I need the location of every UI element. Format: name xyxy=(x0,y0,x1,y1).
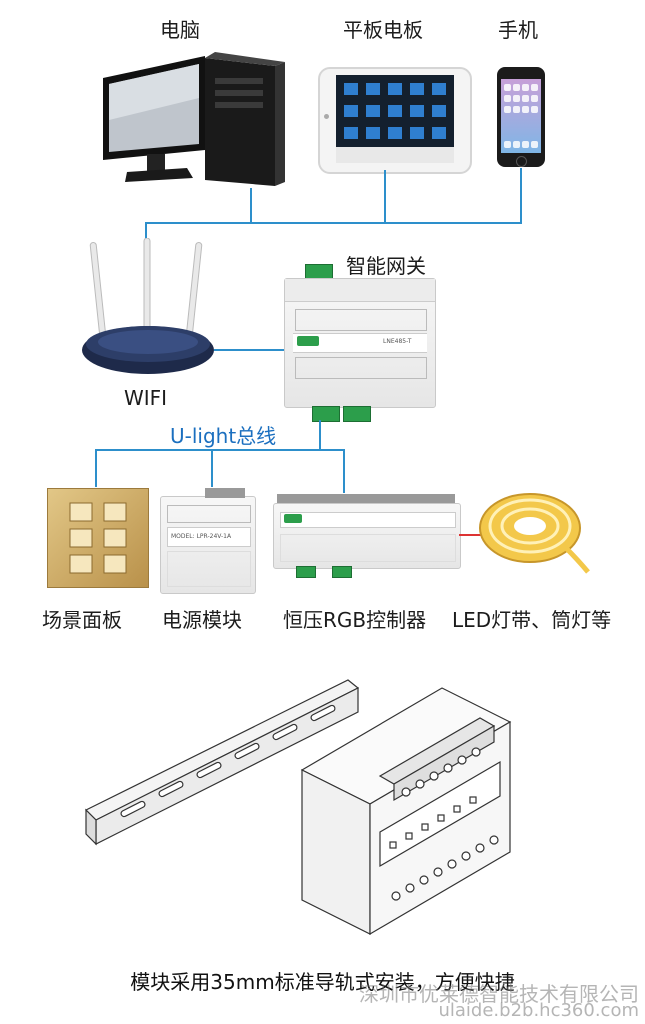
router-label: WIFI xyxy=(124,386,168,410)
u-light-bus-line xyxy=(95,449,345,451)
phone-illustration xyxy=(497,67,545,167)
power-module-label: 电源模块 xyxy=(162,608,242,632)
gateway-bus-drop-line xyxy=(319,420,321,450)
installation-caption: 模块采用35mm标准导轨式安装，方便快捷 xyxy=(130,970,515,994)
watermark-url: ulaide.b2b.hc360.com xyxy=(438,1000,639,1021)
watermark-company: 深圳市优莱德智能技术有限公司 xyxy=(359,982,639,1006)
din-rail-drawing xyxy=(80,672,560,952)
computer-connector-line xyxy=(250,188,252,224)
rgb-controller-terminal-left xyxy=(296,566,316,578)
power-drop-line xyxy=(211,449,213,487)
computer-illustration xyxy=(95,48,290,188)
power-module: MODEL: LPR-24V-1A xyxy=(160,496,256,594)
gateway-bottom-terminal-right xyxy=(343,406,371,422)
bus-label: U-light总线 xyxy=(170,424,277,448)
rgb-controller-label: 恒压RGB控制器 xyxy=(283,608,427,632)
scene-panel-label: 场景面板 xyxy=(42,608,122,632)
tablet-connector-line xyxy=(384,170,386,224)
led-label: LED灯带、筒灯等 xyxy=(452,608,612,632)
panel-drop-line xyxy=(95,449,97,487)
gateway-model-text: LNE485-T xyxy=(383,338,412,345)
tablet-illustration xyxy=(318,67,472,174)
router-gateway-line xyxy=(214,349,286,351)
scene-panel-illustration xyxy=(47,488,149,588)
phone-screen xyxy=(501,79,541,153)
gateway-logo-icon xyxy=(297,336,319,346)
tablet-screen xyxy=(336,75,454,163)
phone-label: 手机 xyxy=(498,18,538,42)
computer-label: 电脑 xyxy=(160,18,200,42)
router-drop-line xyxy=(145,222,147,244)
wifi-router-illustration xyxy=(78,237,218,378)
led-strip-illustration xyxy=(474,488,590,574)
gateway-module: LNE485-T xyxy=(284,278,436,408)
top-bus-line xyxy=(145,222,522,224)
rgb-controller-terminal-right xyxy=(332,566,352,578)
rgb-controller-logo-icon xyxy=(284,514,302,523)
rgb-controller-top-terminals xyxy=(277,494,455,504)
rgb-drop-line xyxy=(343,449,345,493)
power-module-terminal xyxy=(205,488,245,498)
power-module-model-text: MODEL: LPR-24V-1A xyxy=(171,533,232,540)
tablet-camera-icon xyxy=(324,114,329,119)
gateway-bottom-terminal-left xyxy=(312,406,340,422)
phone-connector-line xyxy=(520,168,522,224)
phone-home-button-icon xyxy=(516,156,527,167)
rgb-controller-module xyxy=(273,503,461,569)
gateway-label: 智能网关 xyxy=(346,254,426,278)
tablet-label: 平板电板 xyxy=(343,18,423,42)
led-wire xyxy=(459,534,485,536)
